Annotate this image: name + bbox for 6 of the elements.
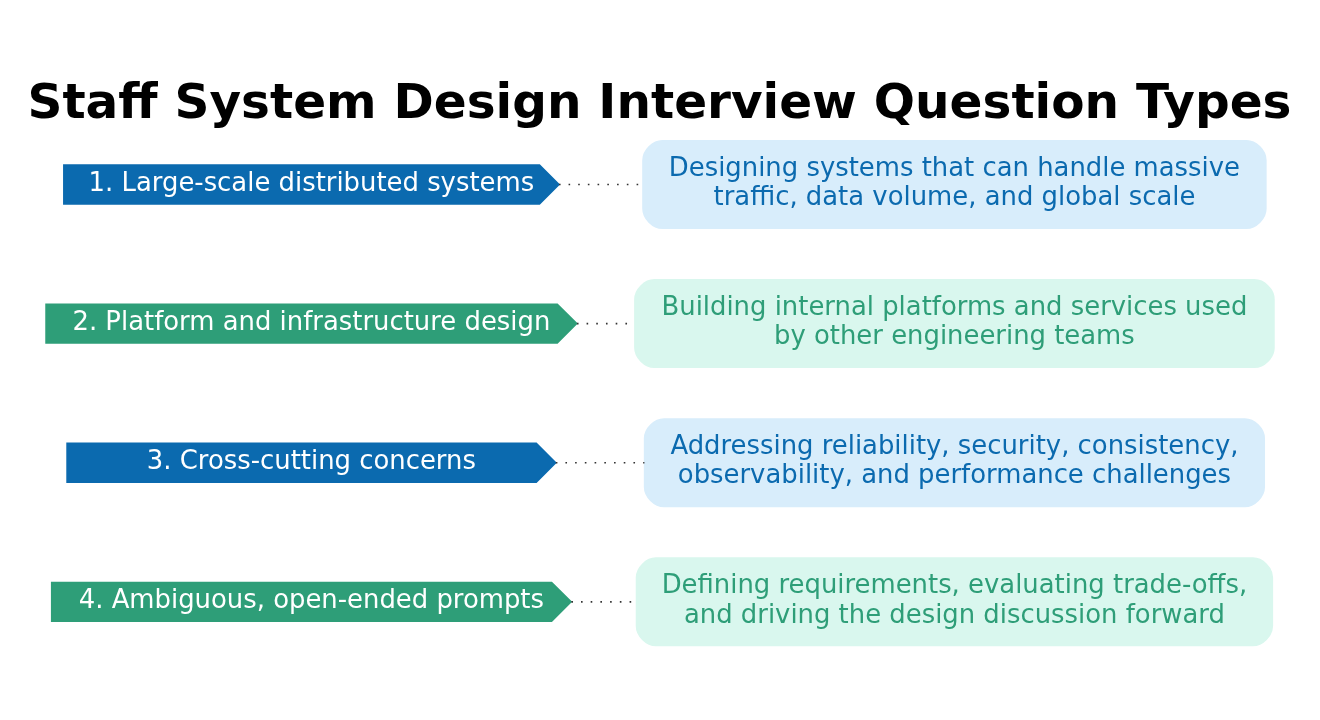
diagram-title: Staff System Design Interview Question Types bbox=[27, 73, 1292, 130]
node-box: Defining requirements, evaluating trade-offs, and driving the design discussion forward bbox=[635, 557, 1274, 647]
node-box: Designing systems that can handle massive traffic, data volume, and global scale bbox=[642, 140, 1267, 229]
node-box: Addressing reliability, security, consistency, observability, and performance challenges bbox=[643, 418, 1266, 508]
node-box: Building internal platforms and services used by other engineering teams bbox=[634, 279, 1275, 369]
connector bbox=[555, 461, 646, 464]
